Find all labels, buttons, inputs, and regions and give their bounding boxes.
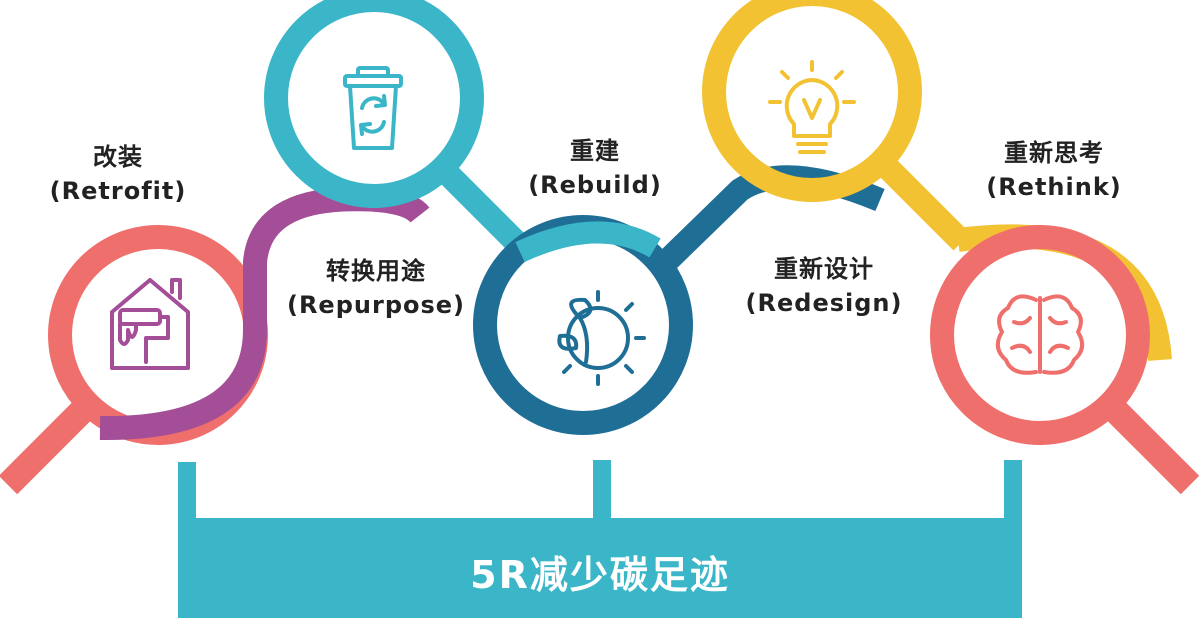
label-retrofit: 改装 (Retrofit) bbox=[0, 140, 238, 208]
label-redesign-cn: 重新设计 bbox=[774, 255, 874, 283]
label-rebuild-en: (Rebuild) bbox=[528, 171, 662, 199]
label-rebuild: 重建 (Rebuild) bbox=[475, 134, 715, 202]
magnifier-retrofit bbox=[0, 225, 268, 495]
label-redesign-en: (Redesign) bbox=[745, 289, 903, 317]
brain-icon bbox=[995, 294, 1085, 375]
lightbulb-icon bbox=[768, 60, 856, 154]
label-repurpose: 转换用途 (Repurpose) bbox=[256, 254, 496, 322]
bracket bbox=[178, 460, 1022, 618]
banner-bar bbox=[178, 540, 1022, 618]
label-repurpose-cn: 转换用途 bbox=[326, 257, 426, 285]
label-rethink: 重新思考 (Rethink) bbox=[934, 136, 1174, 204]
gear-leaf-icon bbox=[557, 290, 646, 386]
label-retrofit-cn: 改装 bbox=[93, 143, 143, 171]
connector-teal bbox=[515, 221, 661, 263]
recycle-bin-icon bbox=[343, 66, 403, 150]
magnifier-repurpose bbox=[264, 0, 533, 259]
label-redesign: 重新设计 (Redesign) bbox=[704, 252, 944, 320]
house-paint-roller-icon bbox=[110, 278, 190, 370]
magnifier-rethink bbox=[930, 225, 1200, 495]
banner-title: 5R减少碳足迹 bbox=[470, 553, 730, 597]
label-rethink-cn: 重新思考 bbox=[1004, 139, 1104, 167]
label-rethink-en: (Rethink) bbox=[986, 173, 1122, 201]
label-rebuild-cn: 重建 bbox=[570, 137, 620, 165]
label-repurpose-en: (Repurpose) bbox=[286, 291, 466, 319]
label-retrofit-en: (Retrofit) bbox=[49, 177, 187, 205]
